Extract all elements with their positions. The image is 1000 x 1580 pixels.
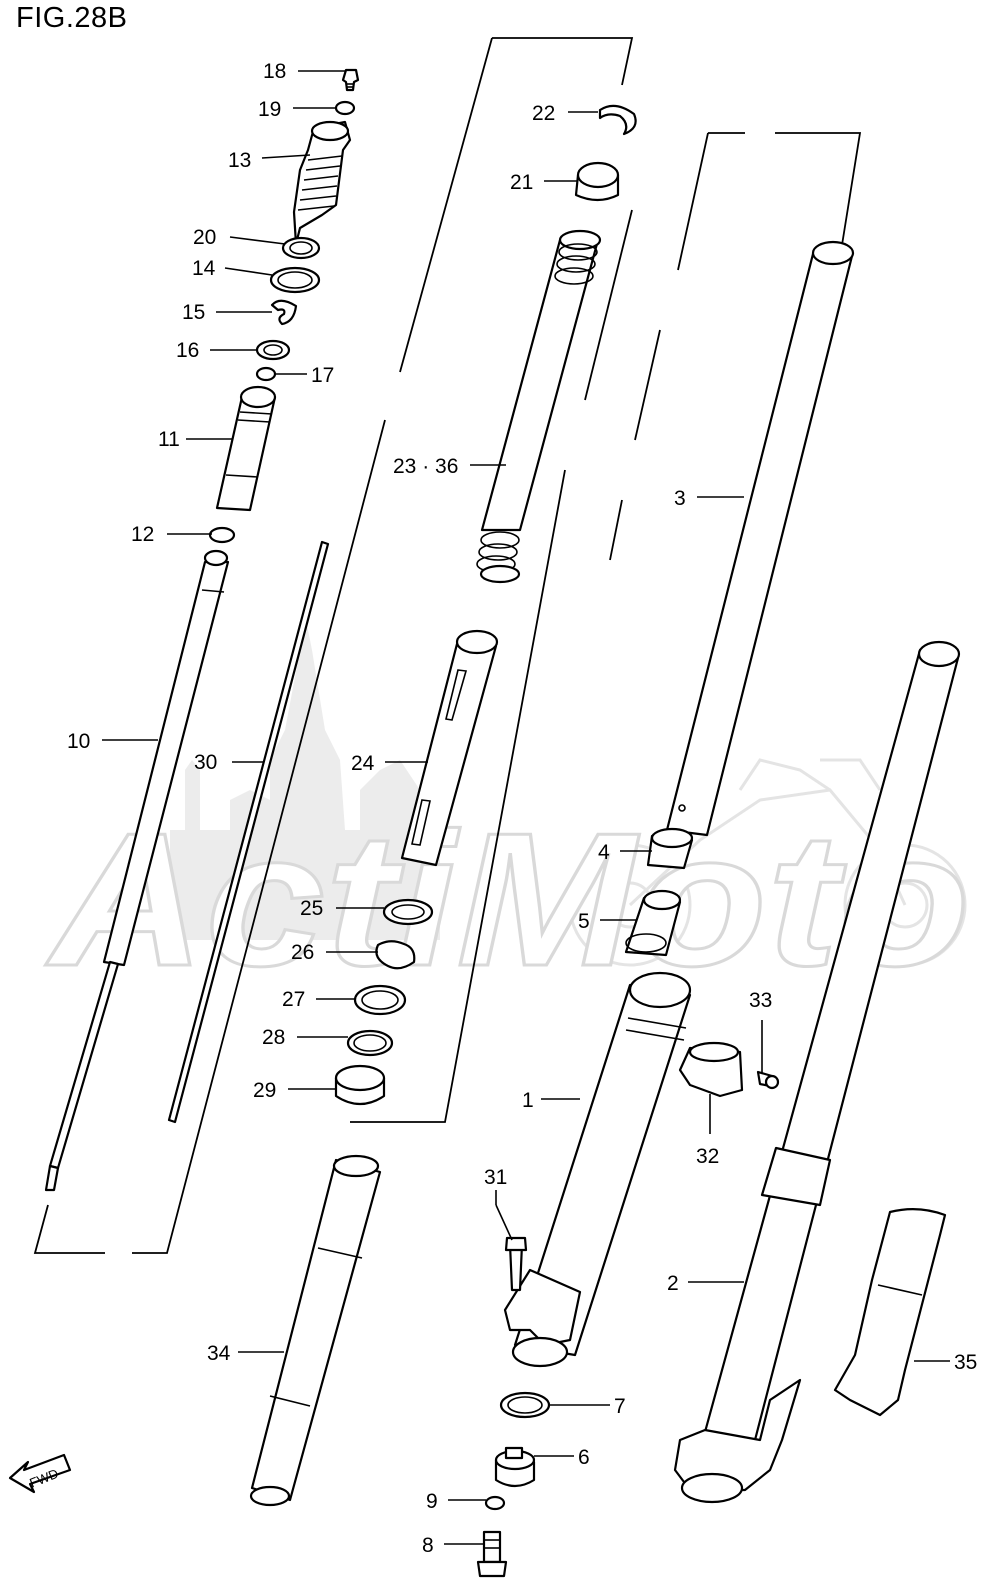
callout-6: 6	[578, 1446, 590, 1469]
callout-25: 25	[300, 897, 323, 920]
part-25-bushing[interactable]	[382, 898, 434, 926]
callout-19: 19	[258, 98, 281, 121]
part-13-damper-adjuster[interactable]	[292, 120, 352, 246]
callout-24: 24	[351, 752, 375, 775]
callout-2: 2	[667, 1272, 679, 1295]
part-18-screw[interactable]	[341, 68, 360, 92]
part-22-circlip[interactable]	[598, 104, 637, 136]
callout-labels: 18 19 13 20 14 15 16 17 11 12 10 30 22 2…	[67, 60, 977, 1557]
part-20-o-ring[interactable]	[281, 236, 321, 260]
figure-title: FIG.28B	[16, 2, 128, 34]
part-28-ring[interactable]	[346, 1029, 394, 1057]
part-29-oil-seal[interactable]	[334, 1064, 386, 1106]
part-34-fork-cover[interactable]	[249, 1154, 382, 1507]
callout-27: 27	[282, 988, 305, 1011]
part-27-washer[interactable]	[353, 984, 407, 1016]
part-26-seal[interactable]	[375, 940, 416, 970]
part-8-drain-bolt[interactable]	[476, 1530, 508, 1578]
part-5-slide-bushing[interactable]	[624, 889, 682, 957]
part-12-ring[interactable]	[208, 526, 236, 544]
part-31-bolt[interactable]	[504, 1236, 528, 1292]
callout-10: 10	[67, 730, 90, 753]
part-33-bolt[interactable]	[756, 1070, 780, 1090]
part-1-inner-tube[interactable]	[503, 971, 692, 1368]
callout-31: 31	[484, 1166, 507, 1189]
part-30-rod[interactable]	[167, 540, 330, 1124]
part-6-nut[interactable]	[494, 1446, 536, 1488]
assembly-frames	[33, 37, 862, 1254]
callout-22: 22	[532, 102, 555, 125]
callout-34: 34	[207, 1342, 231, 1365]
callout-35: 35	[954, 1351, 977, 1374]
part-23-36-spring[interactable]	[476, 229, 602, 584]
callout-1: 1	[522, 1089, 534, 1112]
callout-15: 15	[182, 301, 205, 324]
callout-33: 33	[749, 989, 772, 1012]
callout-30: 30	[194, 751, 217, 774]
part-32-clamp[interactable]	[678, 1041, 744, 1098]
callout-23-36: 23 · 36	[393, 455, 458, 478]
part-3-outer-tube[interactable]	[665, 240, 855, 837]
part-2-lower-leg[interactable]	[673, 640, 961, 1504]
part-9-washer[interactable]	[484, 1495, 506, 1511]
part-24-tube[interactable]	[400, 629, 499, 867]
callout-20: 20	[193, 226, 216, 249]
callout-16: 16	[176, 339, 199, 362]
part-11-cylinder[interactable]	[215, 385, 277, 512]
callout-9: 9	[426, 1490, 438, 1513]
part-21-cap[interactable]	[574, 161, 620, 202]
part-16-washer[interactable]	[255, 339, 291, 361]
callout-14: 14	[192, 257, 216, 280]
callout-21: 21	[510, 171, 533, 194]
callout-28: 28	[262, 1026, 285, 1049]
watermark: ActiMoto	[44, 620, 972, 1008]
part-35-fork-guard[interactable]	[833, 1208, 947, 1417]
watermark-text: ActiMoto	[45, 794, 970, 1006]
callout-8: 8	[422, 1534, 434, 1557]
callout-5: 5	[578, 910, 590, 933]
callout-7: 7	[614, 1395, 626, 1418]
callout-12: 12	[131, 523, 154, 546]
part-19-washer[interactable]	[334, 100, 356, 116]
callout-32: 32	[696, 1145, 719, 1168]
leader-lines	[102, 70, 950, 1545]
part-15-clip[interactable]	[270, 299, 298, 326]
part-17-ring[interactable]	[255, 366, 277, 382]
callout-3: 3	[674, 487, 686, 510]
fwd-arrow-icon: FWD	[8, 1453, 72, 1494]
callout-11: 11	[158, 428, 180, 451]
part-7-washer[interactable]	[499, 1391, 551, 1419]
callout-13: 13	[228, 149, 251, 172]
callout-18: 18	[263, 60, 286, 83]
part-10-damper-rod[interactable]	[44, 549, 230, 1192]
part-4-bushing[interactable]	[646, 827, 694, 870]
callout-29: 29	[253, 1079, 276, 1102]
part-14-ring[interactable]	[269, 266, 321, 294]
callout-26: 26	[291, 941, 314, 964]
callout-4: 4	[598, 841, 610, 864]
callout-17: 17	[311, 364, 334, 387]
